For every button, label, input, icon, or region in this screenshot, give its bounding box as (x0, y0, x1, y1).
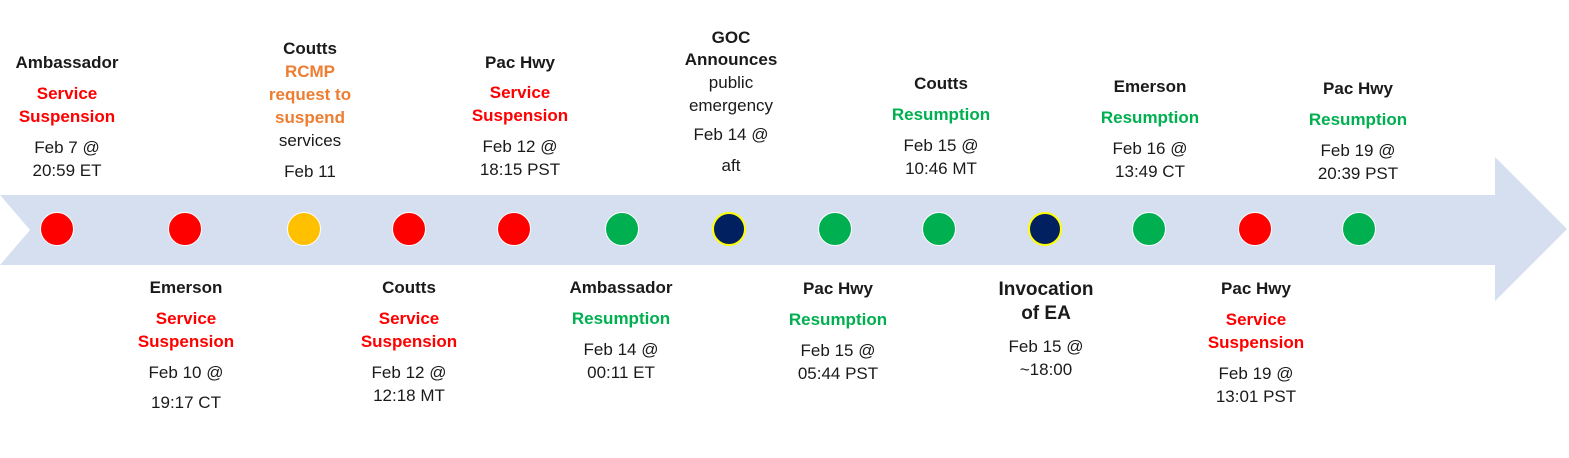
event-status: request to (268, 85, 352, 104)
event-coutts-suspension: Coutts Service Suspension Feb 12 @ 12:18… (319, 277, 499, 407)
timeline-dot (1132, 212, 1166, 246)
event-date: 13:01 PST (1215, 387, 1297, 406)
event-status: Resumption (1100, 108, 1200, 127)
event-location: GOC (711, 28, 751, 47)
timeline-dot (712, 212, 746, 246)
event-location: Coutts (382, 278, 436, 297)
event-date: aft (721, 156, 741, 175)
timeline-dot (1238, 212, 1272, 246)
timeline-dot (605, 212, 639, 246)
timeline-dot (392, 212, 426, 246)
event-pachwy-suspension: Pac Hwy Service Suspension Feb 12 @ 18:1… (430, 52, 610, 181)
event-status: Suspension (360, 332, 458, 351)
event-status: Service (1225, 310, 1287, 329)
event-date: Feb 19 @ (1218, 364, 1294, 383)
event-date: Feb 14 @ (583, 340, 659, 359)
event-status: Resumption (788, 310, 888, 329)
timeline-dot (40, 212, 74, 246)
timeline-arrow-band (0, 157, 1567, 301)
event-date: Feb 11 (284, 162, 336, 181)
event-status: Suspension (1207, 333, 1305, 352)
event-date: 12:18 MT (373, 386, 445, 405)
event-pachwy-suspension-late: Pac Hwy Service Suspension Feb 19 @ 13:0… (1166, 278, 1346, 408)
event-date: 10:46 MT (905, 159, 977, 178)
event-status: Resumption (1308, 110, 1408, 129)
event-date: Feb 14 @ (693, 125, 769, 144)
event-note: services (278, 131, 342, 150)
event-status: Suspension (18, 107, 116, 126)
timeline-dot (1342, 212, 1376, 246)
event-date: 13:49 CT (1115, 162, 1185, 181)
event-date: Feb 10 @ (148, 363, 224, 382)
event-date: Feb 16 @ (1112, 139, 1188, 158)
event-goc-announces: GOC Announces public emergency Feb 14 @ … (641, 27, 821, 177)
event-emerson-resumption: Emerson Resumption Feb 16 @ 13:49 CT (1060, 76, 1240, 183)
event-location: Invocation (998, 279, 1094, 300)
event-emerson-suspension: Emerson Service Suspension Feb 10 @ 19:1… (96, 277, 276, 414)
event-status: Resumption (571, 309, 671, 328)
event-location: Coutts (914, 74, 968, 93)
timeline-dot (818, 212, 852, 246)
event-location: Emerson (149, 278, 223, 297)
event-status: Service (489, 83, 551, 102)
event-location: Pac Hwy (485, 53, 555, 72)
event-coutts-resumption: Coutts Resumption Feb 15 @ 10:46 MT (851, 73, 1031, 180)
event-note: emergency (688, 96, 774, 115)
event-ambassador-resumption: Ambassador Resumption Feb 14 @ 00:11 ET (531, 277, 711, 384)
event-ambassador-suspension: Ambassador Service Suspension Feb 7 @ 20… (0, 52, 157, 182)
event-location: Emerson (1113, 77, 1187, 96)
event-status: Service (155, 309, 217, 328)
event-date: Feb 15 @ (800, 341, 876, 360)
event-date: ~18:00 (1019, 360, 1073, 379)
event-location: Announces (684, 50, 778, 69)
event-date: Feb 15 @ (1008, 337, 1084, 356)
event-date: 05:44 PST (797, 364, 879, 383)
event-date: 18:15 PST (479, 160, 561, 179)
timeline-dot (168, 212, 202, 246)
event-note: public (708, 73, 754, 92)
event-date: Feb 12 @ (482, 137, 558, 156)
event-location: Ambassador (15, 53, 119, 72)
event-date: Feb 19 @ (1320, 141, 1396, 160)
event-date: 20:59 ET (32, 161, 102, 180)
event-date: 00:11 ET (587, 363, 655, 382)
timeline-dot (497, 212, 531, 246)
event-coutts-rcmp-request: Coutts RCMP request to suspend services … (220, 38, 400, 183)
timeline-dot (922, 212, 956, 246)
event-location: Pac Hwy (1323, 79, 1393, 98)
event-status: suspend (275, 108, 345, 127)
timeline-dot (287, 212, 321, 246)
event-date: Feb 7 @ (34, 138, 100, 157)
event-status: RCMP (284, 62, 336, 81)
event-date: Feb 12 @ (371, 363, 447, 382)
event-status: Suspension (137, 332, 235, 351)
event-location: Pac Hwy (1221, 279, 1291, 298)
event-location: Ambassador (569, 278, 673, 297)
event-date: 20:39 PST (1317, 164, 1399, 183)
event-date: Feb 15 @ (903, 136, 979, 155)
event-invocation-of-ea: Invocation of EA Feb 15 @ ~18:00 (956, 278, 1136, 381)
event-location: of EA (1021, 303, 1071, 324)
event-status: Service (378, 309, 440, 328)
event-pachwy-resumption: Pac Hwy Resumption Feb 19 @ 20:39 PST (1268, 78, 1448, 185)
event-date: 19:17 CT (151, 393, 221, 412)
event-location: Coutts (283, 39, 337, 58)
event-pachwy-resumption-early: Pac Hwy Resumption Feb 15 @ 05:44 PST (748, 278, 928, 385)
event-status: Service (36, 84, 98, 103)
timeline-dot (1028, 212, 1062, 246)
event-location: Pac Hwy (803, 279, 873, 298)
event-status: Resumption (891, 105, 991, 124)
event-status: Suspension (471, 106, 569, 125)
